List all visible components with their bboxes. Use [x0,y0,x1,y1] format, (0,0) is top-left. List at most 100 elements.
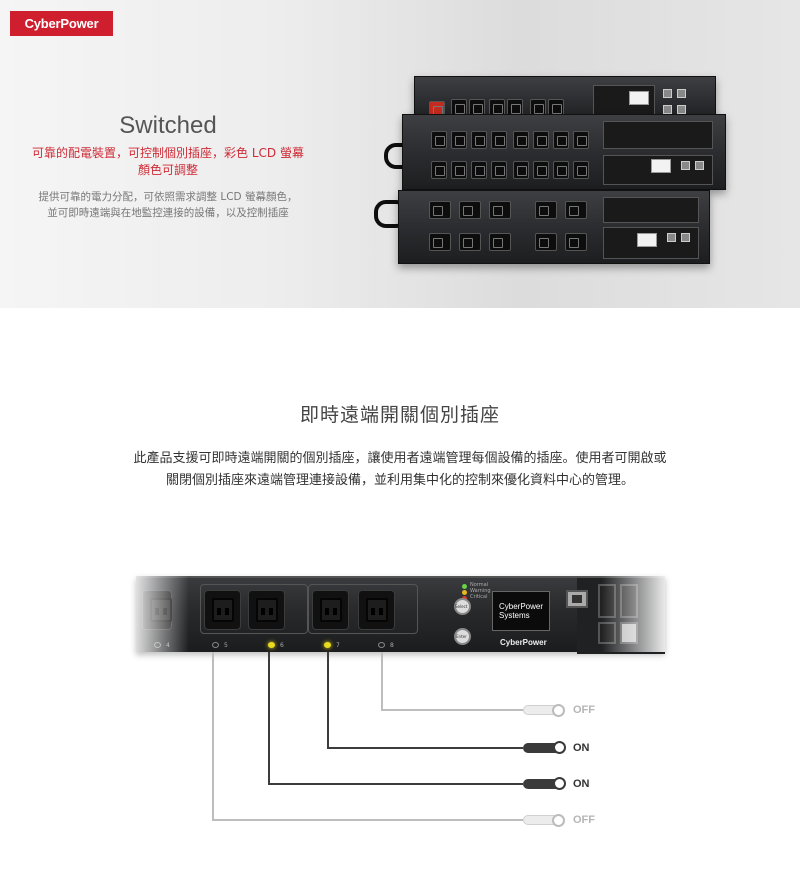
port-graphic [681,233,690,242]
hero-description: 提供可靠的電力分配，可依照需求調整 LCD 螢幕顏色， 並可即時遠端與在地監控連… [0,189,336,221]
outlet-graphic [513,161,529,179]
outlet-graphic [489,99,505,117]
connector-line [212,819,523,821]
port-graphic [677,89,686,98]
outlet-switch-row[interactable]: ON [523,741,603,755]
lcd-graphic [629,91,649,105]
connector-line [212,652,214,821]
network-port-icon [566,590,588,608]
connector-line [268,783,523,785]
section-body-line: 此產品支援可即時遠端開關的個別插座，讓使用者遠端管理每個設備的插座。使用者可開啟… [133,451,667,466]
outlet-number: 5 [224,642,228,649]
network-port-icon [598,584,616,618]
toggle-knob [552,814,565,827]
control-panel-graphic [603,197,699,223]
socket-graphic [212,598,234,622]
socket-graphic [150,598,172,622]
connector-line [327,747,523,749]
connector-line [381,709,523,711]
outlet-graphic [535,233,557,251]
outlet-graphic [565,233,587,251]
outlet-socket-4 [142,590,172,630]
switch-state-label: OFF [573,704,595,716]
outlet-graphic [431,161,447,179]
device-brand-label: CyberPower [500,638,547,647]
socket-graphic [320,598,342,622]
outlet-graphic [451,131,467,149]
status-led-warning [462,590,467,595]
toggle-switch-off[interactable] [523,814,565,827]
toggle-knob [553,777,566,790]
toggle-switch-on[interactable] [523,741,566,754]
lcd-graphic [637,233,657,247]
outlet-switch-row[interactable]: OFF [523,813,603,827]
enter-button-label: Enter [456,634,467,639]
outlet-graphic [573,161,589,179]
pdu-closeup-image: 4 5 6 7 8 Normal Warning Critical Select… [136,576,665,654]
connector-line [327,652,329,749]
outlet-number: 7 [336,642,340,649]
section-body: 此產品支援可即時遠端開關的個別插座，讓使用者遠端管理每個設備的插座。使用者可開啟… [50,448,750,492]
outlet-socket-5 [204,590,241,630]
outlet-number: 6 [280,642,284,649]
socket-graphic [366,598,388,622]
select-button-label: Select [455,604,468,609]
outlet-led-off [378,642,385,648]
outlet-graphic [471,131,487,149]
port-graphic [667,233,676,242]
pdu-unit-bottom [398,190,710,264]
connector-line [268,652,270,785]
outlet-switch-row[interactable]: ON [523,777,603,791]
port-graphic [663,89,672,98]
outlet-led-off [154,642,161,648]
lcd-graphic [651,159,671,173]
network-port-icon [620,584,638,618]
cyberpower-logo[interactable]: CyberPower [10,11,113,36]
switch-state-label: OFF [573,814,595,826]
outlet-graphic [553,161,569,179]
control-panel-graphic [603,121,713,149]
toggle-knob [552,704,565,717]
lcd-screen-line: CyberPower [499,602,544,611]
outlet-graphic [533,131,549,149]
socket-graphic [256,598,278,622]
outlet-socket-7 [312,590,349,630]
network-port-icon [598,622,616,644]
status-label: Critical [470,594,488,600]
port-graphic [681,161,690,170]
toggle-switch-off[interactable] [523,704,565,717]
port-graphic [695,161,704,170]
pdu-unit-middle [402,114,726,190]
section-body-line: 關閉個別插座來遠端管理連接設備，並利用集中化的控制來優化資料中心的管理。 [165,473,634,488]
hero-subtitle: 可靠的配電裝置，可控制個別插座，彩色 LCD 螢幕 顏色可調整 [0,145,336,179]
port-graphic [663,105,672,114]
outlet-graphic [535,201,557,219]
outlet-graphic [533,161,549,179]
hero-title: Switched [119,112,217,139]
section-title: 即時遠端開關個別插座 [299,404,500,426]
toggle-switch-on[interactable] [523,777,566,790]
network-port-icon [620,622,638,644]
outlet-graphic [491,131,507,149]
outlet-number: 4 [166,642,170,649]
port-graphic [677,105,686,114]
hero-subtitle-line: 可靠的配電裝置，可控制個別插座，彩色 LCD 螢幕 [32,146,304,160]
connector-line [381,652,383,711]
outlet-graphic [573,131,589,149]
outlet-led-on [268,642,275,648]
outlet-graphic [530,99,546,117]
status-led-normal [462,584,467,589]
switch-state-label: ON [573,742,590,754]
outlet-graphic [431,131,447,149]
lcd-screen: CyberPower Systems [492,591,550,631]
outlet-graphic [459,201,481,219]
outlet-graphic [491,161,507,179]
outlet-graphic [429,233,451,251]
outlet-socket-6 [248,590,285,630]
switch-state-label: ON [573,778,590,790]
outlet-switch-row[interactable]: OFF [523,703,603,717]
outlet-graphic [565,201,587,219]
outlet-led-off [212,642,219,648]
outlet-graphic [513,131,529,149]
hero-banner: CyberPower Switched 可靠的配電裝置，可控制個別插座，彩色 L… [0,0,800,308]
